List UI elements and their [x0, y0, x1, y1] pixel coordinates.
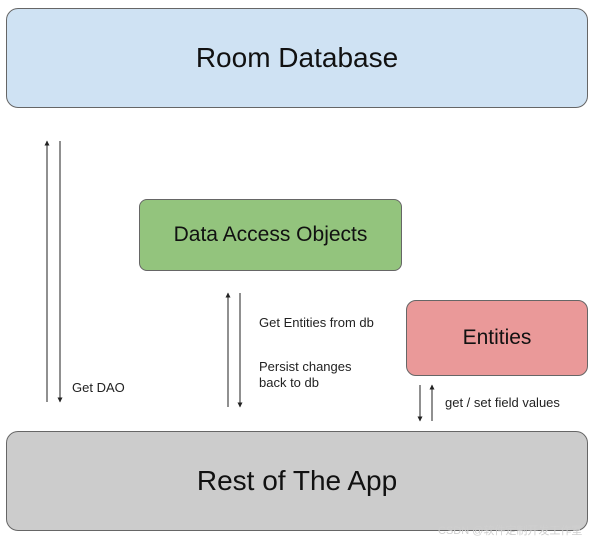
get-dao-label: Get DAO	[72, 380, 125, 395]
entities-label: Entities	[462, 326, 532, 349]
rest-of-app-box: Rest of The App	[6, 431, 588, 531]
room-database-label: Room Database	[195, 42, 399, 73]
persist-changes-label: Persist changes back to db	[259, 359, 352, 390]
get-entities-label: Get Entities from db	[259, 315, 374, 330]
field-values-label: get / set field values	[445, 395, 560, 410]
data-access-objects-label: Data Access Objects	[173, 223, 368, 246]
rest-of-app-label: Rest of The App	[196, 465, 398, 496]
room-database-box: Room Database	[6, 8, 588, 108]
entities-box: Entities	[406, 300, 588, 376]
data-access-objects-box: Data Access Objects	[139, 199, 402, 271]
watermark: CSDN @软件定制开发工作室	[438, 525, 583, 537]
